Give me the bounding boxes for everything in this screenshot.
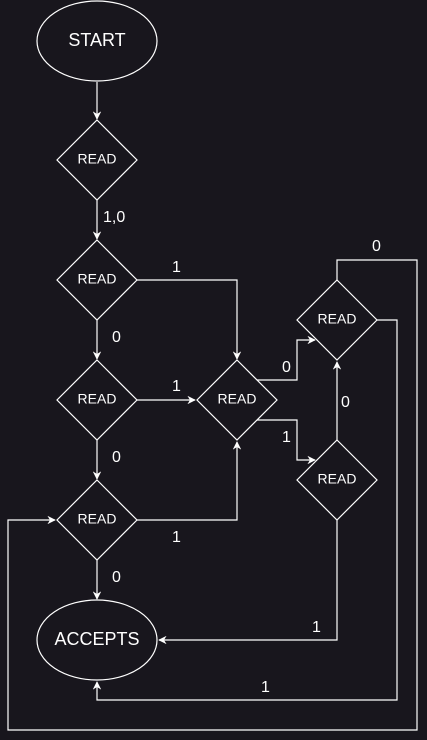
node-read-3: READ — [56, 359, 138, 441]
accepts-terminal-shape — [36, 599, 158, 681]
node-read-2: READ — [56, 239, 138, 321]
edge-labels: 1,0 1 0 1 0 1 0 0 1 0 0 1 1 — [103, 209, 381, 696]
read-2-label: READ — [78, 271, 117, 287]
node-read-1: READ — [56, 119, 138, 201]
edge-read5-read6 — [257, 335, 316, 381]
read-1-label: READ — [78, 151, 117, 167]
decision-diamond-7 — [296, 439, 378, 521]
edge-label-read5-read7: 1 — [282, 429, 291, 446]
edge-read4-read5 — [137, 441, 242, 521]
decision-diamond-2 — [56, 239, 138, 321]
edge-read7-accepts — [158, 520, 338, 645]
node-read-6: READ — [296, 279, 378, 361]
read-3-label: READ — [78, 391, 117, 407]
decision-diamond-6 — [296, 279, 378, 361]
edge-label-read1-read2: 1,0 — [103, 209, 125, 226]
read-5-label: READ — [218, 391, 257, 407]
edge-read6-accepts — [92, 319, 398, 701]
node-read-4: READ — [56, 479, 138, 561]
node-read-5: READ — [196, 359, 278, 441]
read-6-label: READ — [318, 311, 357, 327]
edge-read5-read7 — [257, 419, 316, 465]
accepts-label: ACCEPTS — [54, 629, 139, 649]
edge-read2-read5 — [137, 279, 242, 360]
node-start: START — [36, 0, 158, 82]
start-label: START — [68, 30, 125, 50]
edge-label-read7-read6: 0 — [341, 394, 350, 411]
edge-label-read6-accepts: 1 — [261, 679, 270, 696]
edge-read6-loop-read4 — [7, 259, 418, 731]
edge-label-read7-accepts: 1 — [312, 619, 321, 636]
decision-diamond-1 — [56, 119, 138, 201]
node-read-7: READ — [296, 439, 378, 521]
edge-label-read4-accepts: 0 — [112, 569, 121, 586]
decision-diamond-4 — [56, 479, 138, 561]
edge-label-read6-loop: 0 — [372, 238, 381, 255]
edge-label-read4-read5: 1 — [172, 529, 181, 546]
edge-label-read2-read5: 1 — [172, 259, 181, 276]
read-4-label: READ — [78, 511, 117, 527]
edge-label-read3-read4: 0 — [112, 449, 121, 466]
edge-label-read2-read3: 0 — [112, 329, 121, 346]
read-7-label: READ — [318, 471, 357, 487]
decision-diamond-3 — [56, 359, 138, 441]
edge-label-read5-read6: 0 — [282, 359, 291, 376]
node-accepts: ACCEPTS — [36, 599, 158, 681]
edge-label-read3-read5: 1 — [172, 378, 181, 395]
start-terminal-shape — [36, 0, 158, 82]
edges — [7, 82, 418, 731]
decision-diamond-5 — [196, 359, 278, 441]
